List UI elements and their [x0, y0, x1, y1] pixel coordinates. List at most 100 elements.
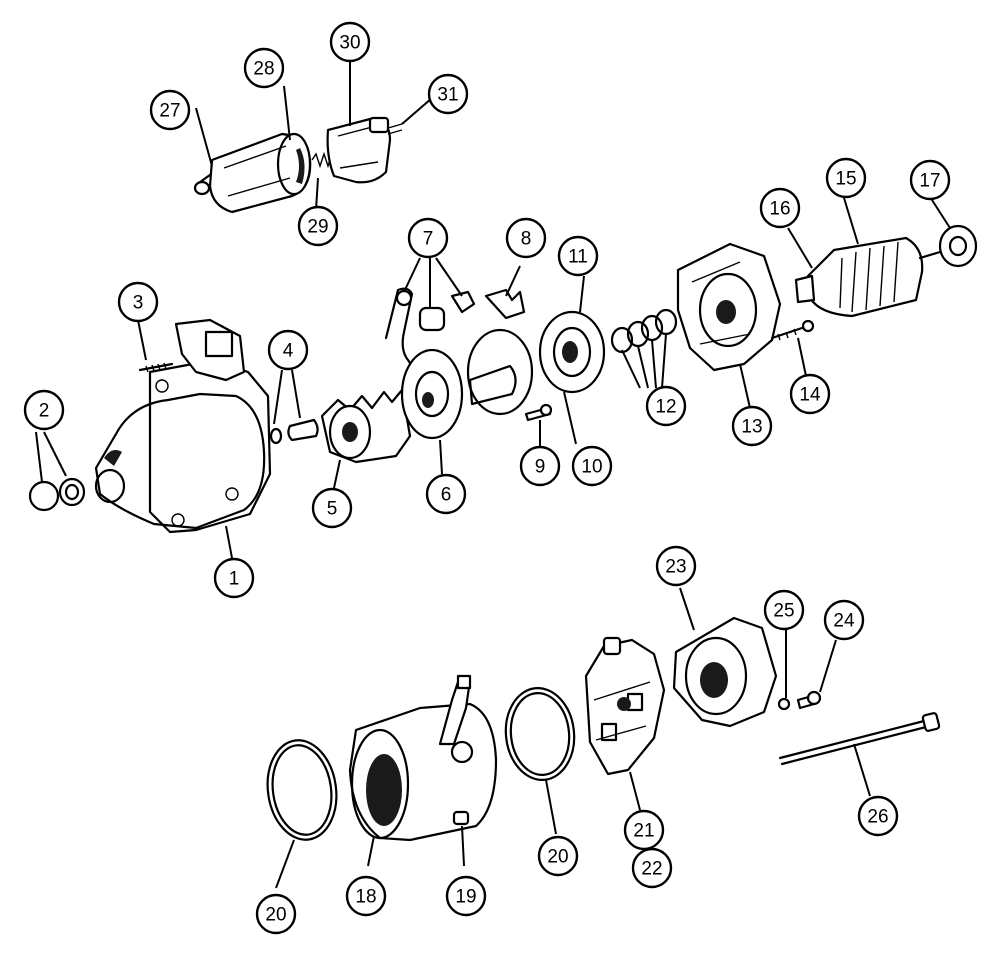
brush-holder-part — [584, 636, 666, 776]
callout-c14: 14 — [789, 373, 831, 415]
center-bracket-part — [676, 242, 782, 372]
callout-c2: 2 — [23, 389, 65, 431]
callout-number: 3 — [133, 293, 144, 314]
callout-number: 6 — [441, 485, 452, 506]
callout-number: 27 — [159, 101, 180, 122]
solenoid-body-part — [208, 132, 312, 214]
callout-c20a: 20 — [255, 893, 297, 935]
callout-circle — [731, 405, 773, 447]
callout-number: 12 — [655, 397, 676, 418]
callout-number: 21 — [633, 821, 654, 842]
cover-screw-part — [796, 690, 822, 710]
rear-end-cover-part — [672, 616, 778, 728]
callout-c15: 15 — [825, 157, 867, 199]
callout-c22: 22 — [631, 847, 673, 889]
callout-number: 16 — [769, 199, 790, 220]
callout-c26: 26 — [857, 795, 899, 837]
callout-circle — [407, 217, 449, 259]
callout-number: 10 — [581, 457, 602, 478]
callout-circle — [425, 473, 467, 515]
callout-c29: 29 — [297, 205, 339, 247]
callout-circle — [297, 205, 339, 247]
frame-o-ring-left-part — [266, 739, 338, 841]
callout-circle — [655, 545, 697, 587]
callout-c21: 21 — [623, 809, 665, 851]
callout-number: 11 — [568, 247, 588, 268]
callout-c23: 23 — [655, 545, 697, 587]
callout-number: 24 — [833, 611, 855, 632]
callout-circle — [631, 847, 673, 889]
drive-housing-part — [94, 318, 272, 534]
callout-number: 23 — [665, 557, 686, 578]
callout-circle — [243, 47, 285, 89]
drive-lever-part — [384, 287, 476, 374]
callout-number: 31 — [437, 85, 458, 106]
callout-c5: 5 — [311, 487, 353, 529]
callout-c17: 17 — [909, 159, 951, 201]
callout-number: 15 — [835, 169, 856, 190]
callout-circle — [645, 385, 687, 427]
callout-number: 22 — [641, 859, 662, 880]
callout-circle — [505, 217, 547, 259]
callout-number: 8 — [521, 229, 532, 250]
callout-circle — [519, 445, 561, 487]
cover-washer-part — [777, 697, 791, 711]
callout-c7: 7 — [407, 217, 449, 259]
callout-circle — [557, 235, 599, 277]
bracket-bolt-part — [770, 319, 815, 341]
callout-c20b: 20 — [537, 835, 579, 877]
armature-bearing-part — [938, 224, 978, 268]
callout-number: 9 — [535, 457, 546, 478]
callout-c25: 25 — [763, 589, 805, 631]
bushing-pair-part — [28, 477, 86, 512]
seal-plate-part — [466, 288, 534, 416]
callout-c11: 11 — [557, 235, 599, 277]
bearing-part — [538, 310, 606, 394]
callout-number: 7 — [423, 229, 434, 250]
callout-number: 4 — [283, 341, 294, 362]
callout-circle — [857, 795, 899, 837]
callout-circle — [329, 21, 371, 63]
callout-circle — [427, 73, 469, 115]
callout-c19: 19 — [445, 875, 487, 917]
callout-c6: 6 — [425, 473, 467, 515]
callout-circle — [311, 487, 353, 529]
callout-number: 20 — [547, 847, 568, 868]
small-bolt-part — [524, 403, 553, 422]
armature-part — [794, 236, 942, 318]
callout-circle — [823, 599, 865, 641]
callout-number: 5 — [327, 499, 338, 520]
callout-circle — [537, 835, 579, 877]
solenoid-terminal-stud-part — [387, 123, 403, 135]
callout-number: 2 — [39, 401, 50, 422]
callout-circle — [623, 809, 665, 851]
leader-lines — [35, 60, 951, 889]
callout-circle — [763, 589, 805, 631]
callout-c24: 24 — [823, 599, 865, 641]
clip-and-collar-part — [269, 418, 319, 445]
callout-c18: 18 — [345, 875, 387, 917]
callout-circle — [345, 875, 387, 917]
gear-shaft-part — [468, 364, 517, 406]
callout-circle — [759, 187, 801, 229]
housing-screw-part — [138, 362, 174, 373]
callout-circle — [571, 445, 613, 487]
callout-c31: 31 — [427, 73, 469, 115]
solenoid-cover-part — [326, 116, 392, 184]
callout-number: 28 — [253, 59, 274, 80]
callout-circle — [255, 893, 297, 935]
callout-c28: 28 — [243, 47, 285, 89]
callout-c1: 1 — [213, 557, 255, 599]
callout-c30: 30 — [329, 21, 371, 63]
callout-number: 29 — [307, 217, 328, 238]
callout-number: 1 — [229, 569, 240, 590]
pinion-clutch-part — [320, 388, 412, 464]
callout-c16: 16 — [759, 187, 801, 229]
callout-circle — [825, 157, 867, 199]
callout-c8: 8 — [505, 217, 547, 259]
callout-number: 25 — [773, 601, 794, 622]
callout-circle — [789, 373, 831, 415]
callout-number: 17 — [919, 171, 940, 192]
